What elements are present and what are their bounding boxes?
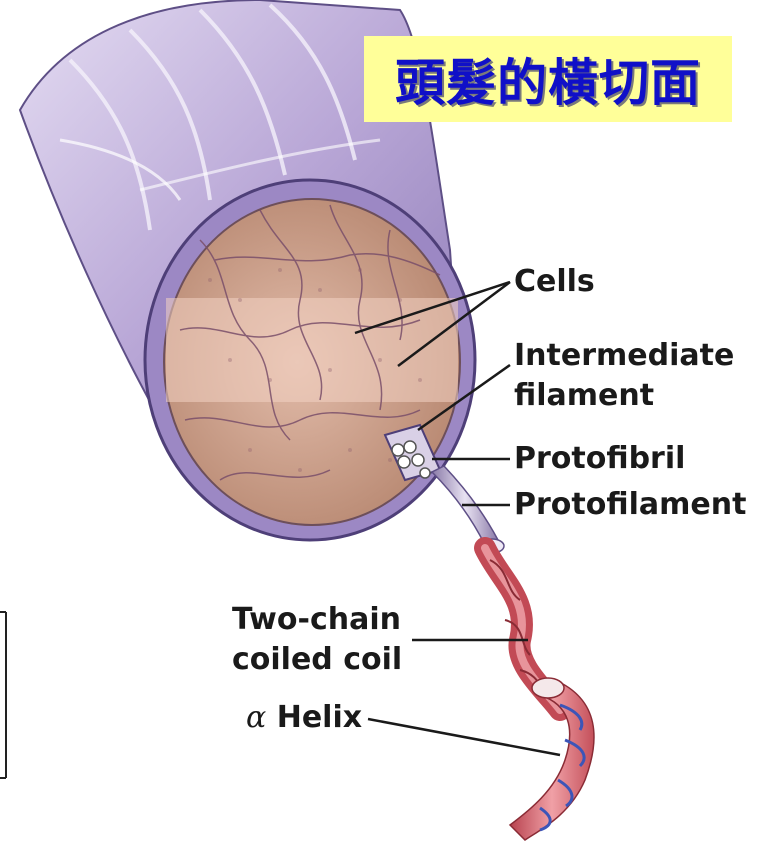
label-cells: Cells [514,262,595,302]
cross-section [145,180,475,540]
label-alpha-helix: α Helix [246,698,362,738]
label-intermediate-line1: Intermediate [514,336,734,376]
label-protofibril: Protofibril [514,439,685,479]
title-box: 頭髮的橫切面 [364,36,732,122]
label-two-chain-line1: Two-chain [232,600,401,640]
label-two-chain-line2: coiled coil [232,640,402,680]
helix-word: Helix [277,700,362,735]
label-intermediate-line2: filament [514,376,654,416]
label-protofilament: Protofilament [514,485,746,525]
protofilament-tube [432,466,504,553]
left-frame [0,612,6,778]
alpha-symbol: α [246,700,266,735]
page-title: 頭髮的橫切面 [395,43,701,115]
